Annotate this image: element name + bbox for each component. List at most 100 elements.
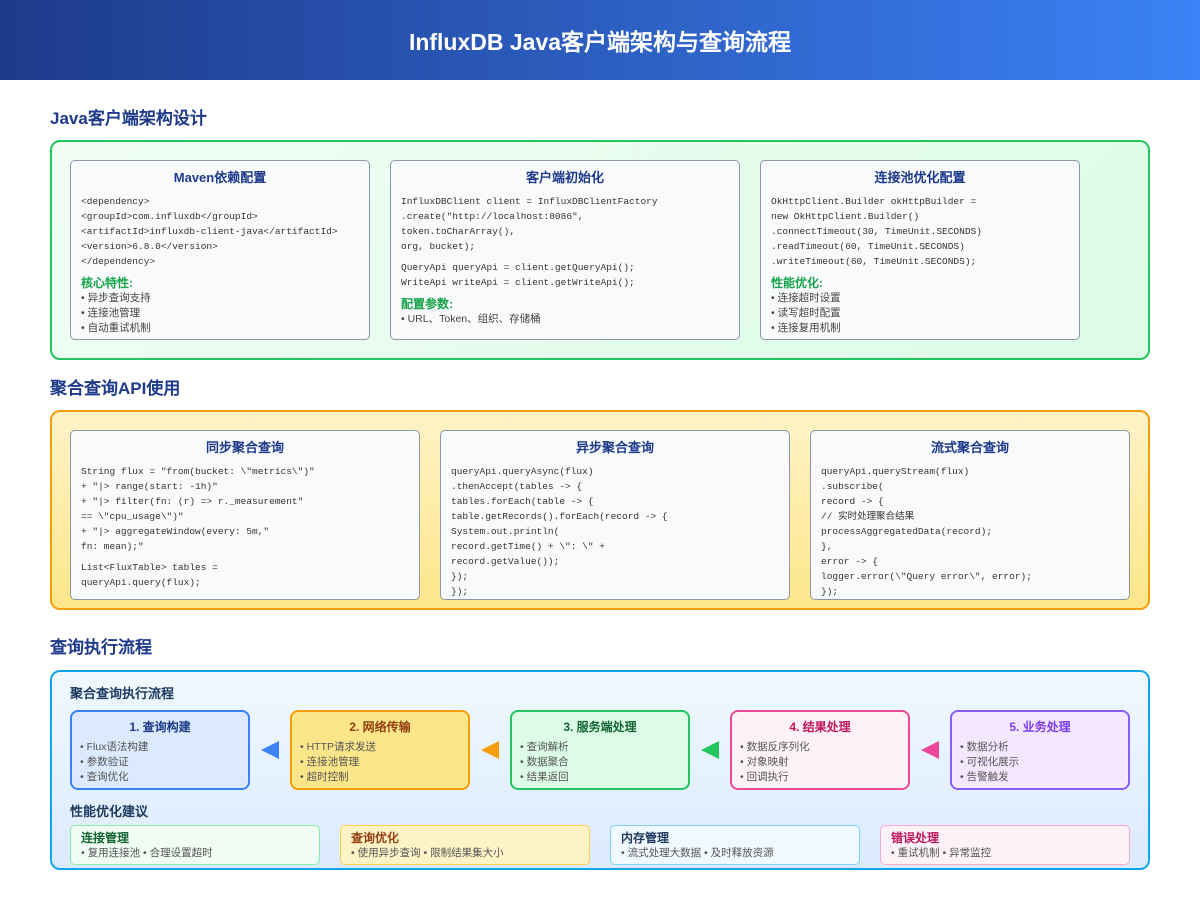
code-line: fn: mean);" (81, 541, 144, 552)
code-line: System.out.println( (451, 526, 560, 537)
flow-step-item: • 告警触发 (960, 771, 1009, 783)
arrow-left-icon (481, 741, 499, 759)
arrow-left-icon (921, 741, 939, 759)
flow-step-item: • 数据分析 (960, 741, 1009, 753)
flow-step-title: 4. 结果处理 (789, 720, 851, 734)
flow-step-title: 3. 服务端处理 (563, 720, 637, 734)
code-line: List<FluxTable> tables = (81, 562, 218, 573)
code-line: processAggregatedData(record); (821, 526, 993, 537)
code-line: record.getValue()); (451, 556, 560, 567)
code-line: record -> { (821, 496, 884, 507)
api-card: 异步聚合查询 queryApi.queryAsync(flux) .thenAcce… (440, 430, 790, 600)
code-line: <version>6.8.0</version> (81, 241, 218, 252)
tip-text: • 复用连接池 • 合理设置超时 (81, 847, 213, 859)
arch-card: 连接池优化配置 OkHttpClient.Builder okHttpBuilde… (760, 160, 1080, 340)
code-line: .writeTimeout(60, TimeUnit.SECONDS); (771, 256, 977, 267)
tip-title: 查询优化 (351, 831, 400, 845)
arrow-left-icon (701, 741, 719, 759)
flow-step-item: • 可视化展示 (960, 756, 1020, 768)
code-line: + "|> filter(fn: (r) => r._measurement" (81, 496, 304, 507)
code-line: error -> { (821, 556, 879, 567)
code-line: </dependency> (81, 256, 156, 267)
code-line: token.toCharArray(), (401, 226, 516, 237)
feature-item: • 读写超时配置 (771, 307, 841, 319)
flow-step-title: 5. 业务处理 (1009, 720, 1071, 734)
api-card: 流式聚合查询 queryApi.queryStream(flux) .subscri… (810, 430, 1130, 600)
flow-step-item: • 对象映射 (740, 756, 789, 768)
flow-step-item: • 数据聚合 (520, 756, 569, 768)
code-line: queryApi.queryStream(flux) (821, 466, 970, 477)
code-line: <dependency> (81, 196, 150, 207)
code-line: queryApi.queryAsync(flux) (451, 466, 594, 477)
code-line: WriteApi writeApi = client.getWriteApi()… (401, 277, 635, 288)
section-title-architecture: Java客户端架构设计 (50, 109, 207, 128)
section-title-flow: 查询执行流程 (50, 638, 152, 657)
flow-step-item: • 参数验证 (80, 756, 129, 768)
arrow-left-icon (261, 741, 279, 759)
arch-card: 客户端初始化 InfluxDBClient client = InfluxDBCl… (390, 160, 740, 340)
code-line: }); (821, 586, 839, 597)
feature-item: • 连接复用机制 (771, 322, 841, 334)
code-line: }); (451, 586, 469, 597)
code-line: .create("http://localhost:8086", (401, 211, 584, 222)
code-line: InfluxDBClient client = InfluxDBClientFa… (401, 196, 658, 207)
api-card-title: 流式聚合查询 (930, 440, 1009, 455)
arch-card-title: Maven依赖配置 (173, 170, 267, 185)
tip-title: 连接管理 (81, 831, 130, 845)
tip-card: 查询优化 • 使用异步查询 • 限制结果集大小 (340, 825, 590, 865)
arch-card: Maven依赖配置 <dependency> <groupId>com.influx… (70, 160, 370, 340)
tip-text: • 流式处理大数据 • 及时释放资源 (621, 847, 774, 859)
code-line: org, bucket); (401, 241, 476, 252)
flow-step: 2. 网络传输• HTTP请求发送• 连接池管理• 超时控制 (290, 710, 470, 790)
feature-item: • 连接超时设置 (771, 292, 841, 304)
flow-subtitle: 聚合查询执行流程 (70, 686, 175, 701)
arch-card-title: 连接池优化配置 (874, 170, 966, 185)
flow-step-title: 1. 查询构建 (129, 720, 191, 734)
features-heading: 核心特性: (81, 276, 133, 290)
code-line: == \"cpu_usage\")" (81, 511, 184, 522)
flow-step-item: • 查询优化 (80, 771, 129, 783)
tip-title: 内存管理 (621, 831, 670, 845)
code-line: }); (451, 571, 469, 582)
page-title: InfluxDB Java客户端架构与查询流程 (408, 29, 792, 55)
api-card-title: 异步聚合查询 (575, 440, 654, 455)
tip-card: 连接管理 • 复用连接池 • 合理设置超时 (70, 825, 320, 865)
flow-step-item: • 超时控制 (300, 771, 349, 783)
code-line: <groupId>com.influxdb</groupId> (81, 211, 258, 222)
code-line: .readTimeout(60, TimeUnit.SECONDS) (771, 241, 965, 252)
features-heading: 配置参数: (401, 297, 453, 311)
flow-step-item: • 结果返回 (520, 771, 569, 783)
flow-step-item: • 连接池管理 (300, 756, 360, 768)
tip-text: • 使用异步查询 • 限制结果集大小 (351, 847, 504, 859)
flow-step-item: • 回调执行 (740, 771, 789, 783)
code-line: + "|> range(start: -1h)" (81, 481, 218, 492)
code-line: .subscribe( (821, 481, 884, 492)
code-line: table.getRecords().forEach(record -> { (451, 511, 668, 522)
flow-step-item: • 数据反序列化 (740, 741, 810, 753)
api-card-title: 同步聚合查询 (205, 440, 284, 455)
flow-step-item: • HTTP请求发送 (300, 741, 377, 753)
code-line: .thenAccept(tables -> { (451, 481, 583, 492)
code-line: record.getTime() + \": \" + (451, 541, 605, 552)
arch-card-title: 客户端初始化 (525, 170, 604, 185)
flow-step: 5. 业务处理• 数据分析 • 可视化展示 • 告警触发 (950, 710, 1130, 790)
code-line: <artifactId>influxdb-client-java</artifa… (81, 226, 338, 237)
flow-step: 4. 结果处理 • 数据反序列化 • 对象映射 • 回调执行 (730, 710, 910, 790)
code-line: OkHttpClient.Builder okHttpBuilder = (771, 196, 977, 207)
code-line: // 实时处理聚合结果 (821, 511, 915, 522)
tip-card: 内存管理 • 流式处理大数据 • 及时释放资源 (610, 825, 860, 865)
features-heading: 性能优化: (771, 276, 823, 290)
code-line: queryApi.query(flux); (81, 577, 201, 588)
tip-card: 错误处理• 重试机制 • 异常监控 (880, 825, 1130, 865)
code-line: logger.error(\"Query error\", error); (821, 571, 1032, 582)
flow-step-item: • Flux语法构建 (80, 741, 149, 753)
feature-item: • 异步查询支持 (81, 292, 151, 304)
header: InfluxDB Java客户端架构与查询流程 (0, 0, 1200, 80)
code-line: }, (821, 541, 833, 552)
section-title-api: 聚合查询API使用 (50, 379, 181, 398)
flow-step-item: • 查询解析 (520, 741, 569, 753)
feature-item: • 连接池管理 (81, 307, 141, 319)
tip-text: • 重试机制 • 异常监控 (891, 847, 992, 859)
code-line: tables.forEach(table -> { (451, 496, 594, 507)
